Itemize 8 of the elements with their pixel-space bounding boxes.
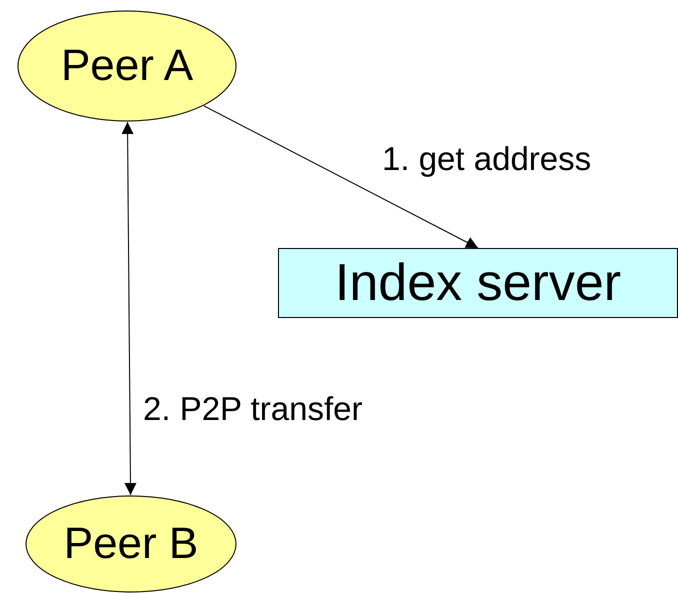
node-label: Peer A	[60, 41, 194, 91]
node-label: Index server	[334, 253, 622, 313]
peer-ellipse	[17, 10, 237, 122]
arrow	[122, 122, 136, 496]
peer-ellipse	[25, 495, 237, 593]
arrow	[204, 105, 478, 248]
server-box	[278, 248, 678, 318]
node-label: Peer B	[64, 519, 198, 569]
